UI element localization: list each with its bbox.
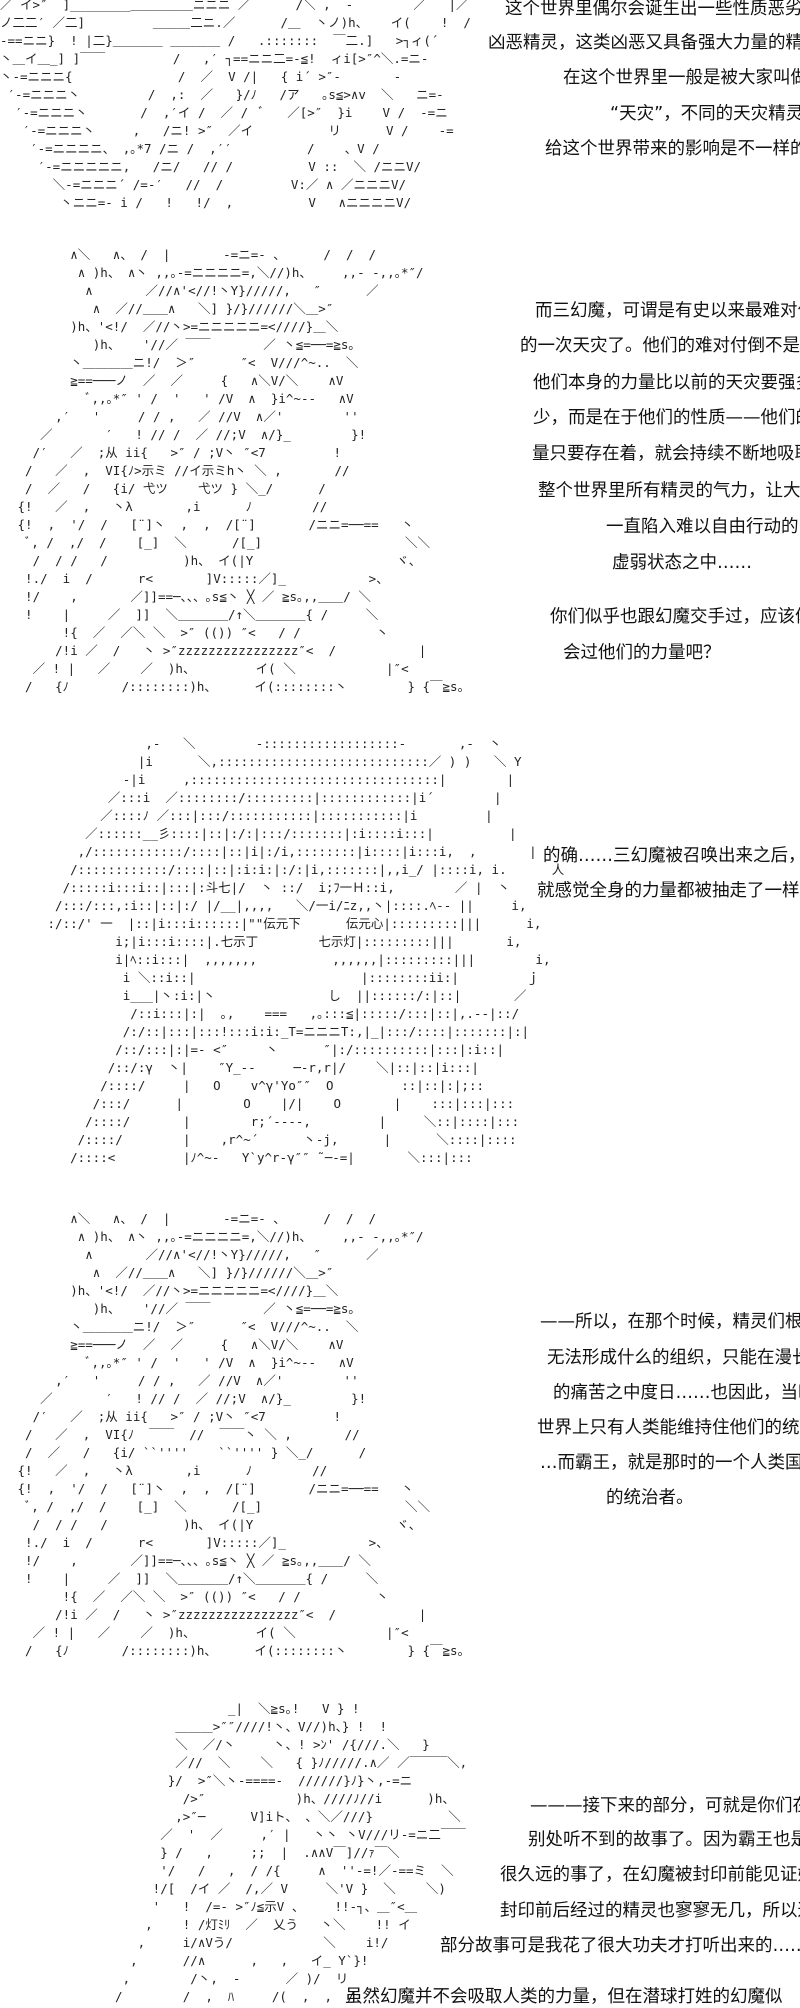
narration-line: 少，而是在于他们的性质——他们的力 — [533, 408, 800, 428]
narration-line: 而三幻魔，可谓是有史以来最难对付 — [535, 301, 800, 321]
narration-line: 很久远的事了，在幻魔被封印前能见证她 — [500, 1865, 800, 1885]
ascii-art-character: ／ イ>″ ]________＿＿＿＿＿ニニニ ／ /＼ , ‐ ／ |／ ノ二… — [0, 0, 471, 210]
narration-line: 的统治者。 — [606, 1488, 694, 1508]
narration-line: 凶恶精灵，这类凶恶又具备强大力量的精灵 — [488, 33, 800, 53]
narration-line: 一直陷入难以自由行动的 — [606, 517, 799, 537]
narration-line: 给这个世界带来的影响是不一样的 — [545, 139, 800, 159]
narration-line: 无法形成什么的组织，只能在漫长 — [547, 1348, 800, 1368]
ascii-art-character: ∧＼ ∧、 / | -=ニ=- 、 / / / ∧ )h、 ∧丶 ,,｡-=ニニ… — [17, 1211, 464, 1658]
narration-line: 虽然幻魔并不会吸取人类的力量，但在潜球打姓的幻魔似 — [345, 1987, 783, 2007]
narration-line: 的一次天灾了。他们的难对付倒不是指 — [520, 336, 800, 356]
narration-line: 量只要存在着，就会持续不断地吸取 — [532, 444, 800, 464]
narration-line: ——所以，在那个时候，精灵们根本 — [540, 1312, 800, 1332]
narration-line: …而霸王，就是那时的一个人类国家 — [540, 1453, 800, 1473]
dialogue-line: 的确……三幻魔被召唤出来之后， — [543, 846, 800, 866]
dialogue-line: 会过他们的力量吧？ — [563, 643, 721, 663]
narration-line: 世界上只有人类能维持住他们的统治 — [537, 1418, 800, 1438]
narration-line: 别处听不到的故事了。因为霸王也是 — [528, 1830, 800, 1850]
narration-line: ———接下来的部分，可就是你们在 — [530, 1796, 800, 1816]
dialogue-line: 你们似乎也跟幻魔交手过，应该体 — [550, 607, 800, 627]
narration-line: 他们本身的力量比以前的天灾要强多 — [533, 373, 800, 393]
ascii-art-character: ,- ＼ -::::::::::::::::::- ,- 丶 |i ＼,::::… — [47, 736, 565, 1165]
ascii-art-character: _| ＼≧s｡! V } ! ＿＿＿>″″////!丶、V//)h、} ! ! … — [115, 1701, 468, 2004]
narration-line: 部分故事可是我花了很大功夫才打听出来的…… — [440, 1936, 800, 1956]
narration-line: 虚弱状态之中…… — [612, 553, 752, 573]
narration-line: 封印前后经过的精灵也寥寥无几，所以这 — [500, 1901, 800, 1921]
dialogue-line: 就感觉全身的力量都被抽走了一样。 — [537, 881, 800, 901]
narration-line: 在这个世界里一般是被大家叫做 — [563, 68, 800, 88]
narration-line: 这个世界里偶尔会诞生出一些性质恶劣的 — [505, 0, 800, 19]
narration-line: 的痛苦之中度日……也因此，当时 — [553, 1383, 800, 1403]
ascii-art-character: ∧＼ ∧、 / | -=ニ=- 、 / / / ∧ )h、 ∧丶 ,,｡-=ニニ… — [17, 247, 464, 694]
narration-line: 整个世界里所有精灵的气力，让大家 — [538, 481, 800, 501]
narration-line: “天灾”，不同的天灾精灵 — [610, 104, 800, 124]
